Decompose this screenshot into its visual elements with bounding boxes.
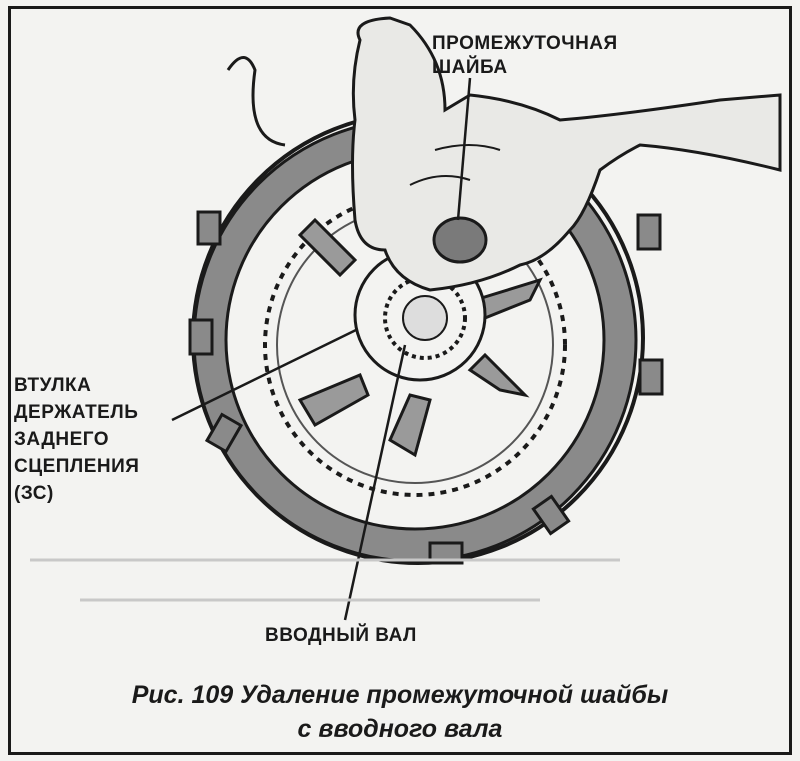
- hub-spokes: [297, 217, 543, 458]
- hub-label-line5: (ЗС): [14, 483, 54, 504]
- caption-line2: с вводного вала: [297, 715, 503, 743]
- figure-caption: Рис. 109 Удаление промежуточной шайбы с …: [0, 678, 800, 746]
- hub-label-line2: ДЕРЖАТЕЛЬ: [14, 402, 139, 423]
- washer-label-line2: ШАЙБА: [432, 57, 508, 78]
- shaft-label: ВВОДНЫЙ ВАЛ: [265, 625, 417, 646]
- figure-frame: [8, 6, 792, 755]
- intermediate-washer: [432, 216, 488, 264]
- leader-lines: [171, 77, 472, 621]
- washer-label-line1: ПРОМЕЖУТОЧНАЯ: [432, 33, 618, 54]
- input-shaft-spline: [383, 276, 467, 360]
- hub-label: ВТУЛКА ДЕРЖАТЕЛЬ ЗАДНЕГО СЦЕПЛЕНИЯ (ЗС): [14, 372, 139, 507]
- washer-label: ПРОМЕЖУТОЧНАЯ ШАЙБА: [432, 32, 618, 80]
- hub-label-line4: СЦЕПЛЕНИЯ: [14, 456, 140, 477]
- spline-ring: [263, 193, 567, 497]
- caption-line1: Рис. 109 Удаление промежуточной шайбы: [131, 681, 669, 709]
- clutch-tabs: [188, 210, 664, 565]
- hub-label-line1: ВТУЛКА: [14, 375, 92, 396]
- hub-label-line3: ЗАДНЕГО: [14, 429, 110, 450]
